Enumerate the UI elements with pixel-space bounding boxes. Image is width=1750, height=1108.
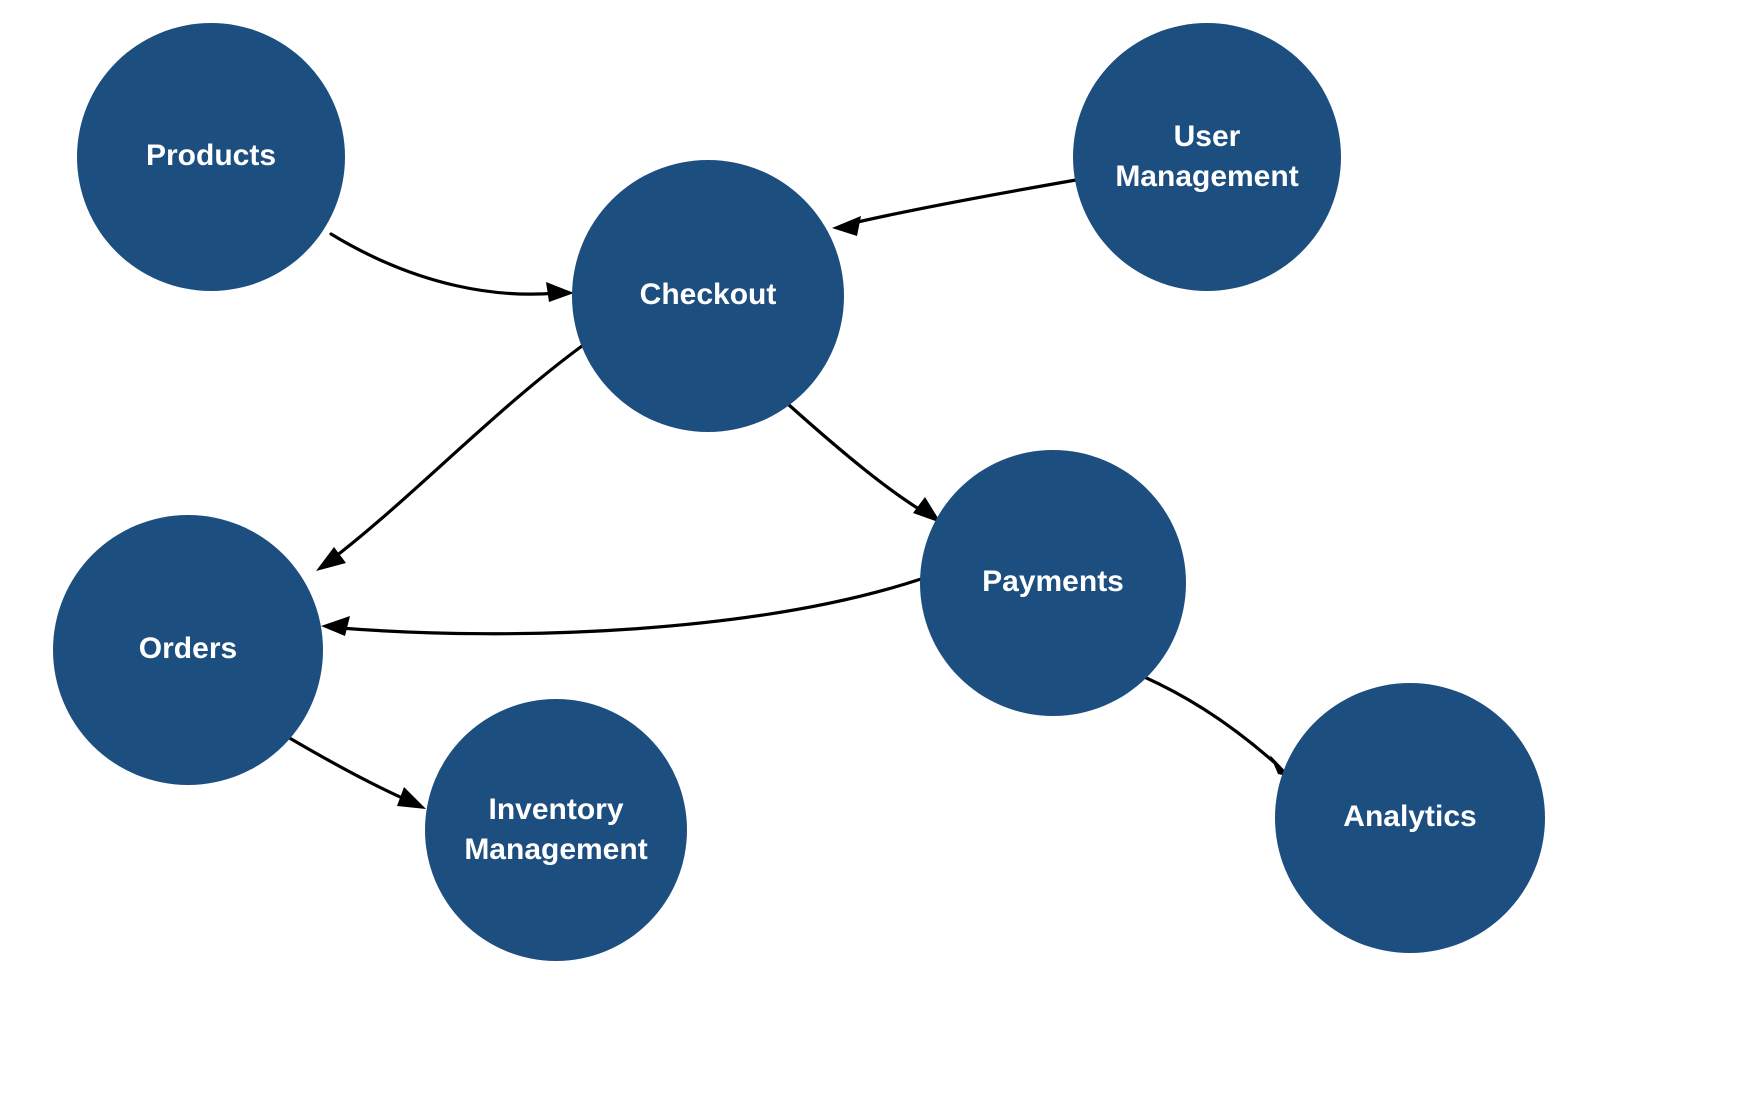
nodes-layer: Products Checkout User Management Orders — [53, 23, 1545, 961]
arrow-head-icon — [397, 787, 426, 809]
arrow-head-icon — [913, 497, 941, 523]
node-circle — [1275, 683, 1545, 953]
arrow-head-icon — [832, 216, 861, 236]
node-circle — [425, 699, 687, 961]
edge-line — [787, 403, 929, 516]
arrow-head-icon — [316, 547, 346, 571]
node-circle — [920, 450, 1186, 716]
node-payments[interactable]: Payments — [920, 450, 1186, 716]
edge-checkout-to-payments[interactable] — [787, 403, 941, 523]
edges-layer — [279, 178, 1291, 809]
arrow-head-icon — [546, 282, 574, 302]
node-circle — [53, 515, 323, 785]
node-orders[interactable]: Orders — [53, 515, 323, 785]
node-circle — [572, 160, 844, 432]
edge-payments-to-analytics[interactable] — [1131, 670, 1291, 777]
node-circle — [77, 23, 345, 291]
arrow-head-icon — [321, 616, 350, 636]
edge-checkout-to-orders[interactable] — [316, 336, 595, 571]
edge-line — [1131, 670, 1277, 765]
edge-line — [329, 336, 595, 562]
edge-orders-to-inventory-management[interactable] — [279, 731, 426, 809]
edge-line — [338, 577, 923, 636]
node-checkout[interactable]: Checkout — [572, 160, 844, 432]
node-analytics[interactable]: Analytics — [1275, 683, 1545, 953]
edge-line — [329, 232, 559, 296]
edge-payments-to-orders[interactable] — [321, 577, 923, 636]
node-circle — [1073, 23, 1341, 291]
edge-line — [279, 731, 411, 803]
edge-products-to-checkout[interactable] — [329, 232, 574, 302]
edge-line — [847, 178, 1078, 226]
node-user-management[interactable]: User Management — [1073, 23, 1341, 291]
node-inventory-management[interactable]: Inventory Management — [425, 699, 687, 961]
edge-user-management-to-checkout[interactable] — [832, 178, 1078, 236]
node-products[interactable]: Products — [77, 23, 345, 291]
